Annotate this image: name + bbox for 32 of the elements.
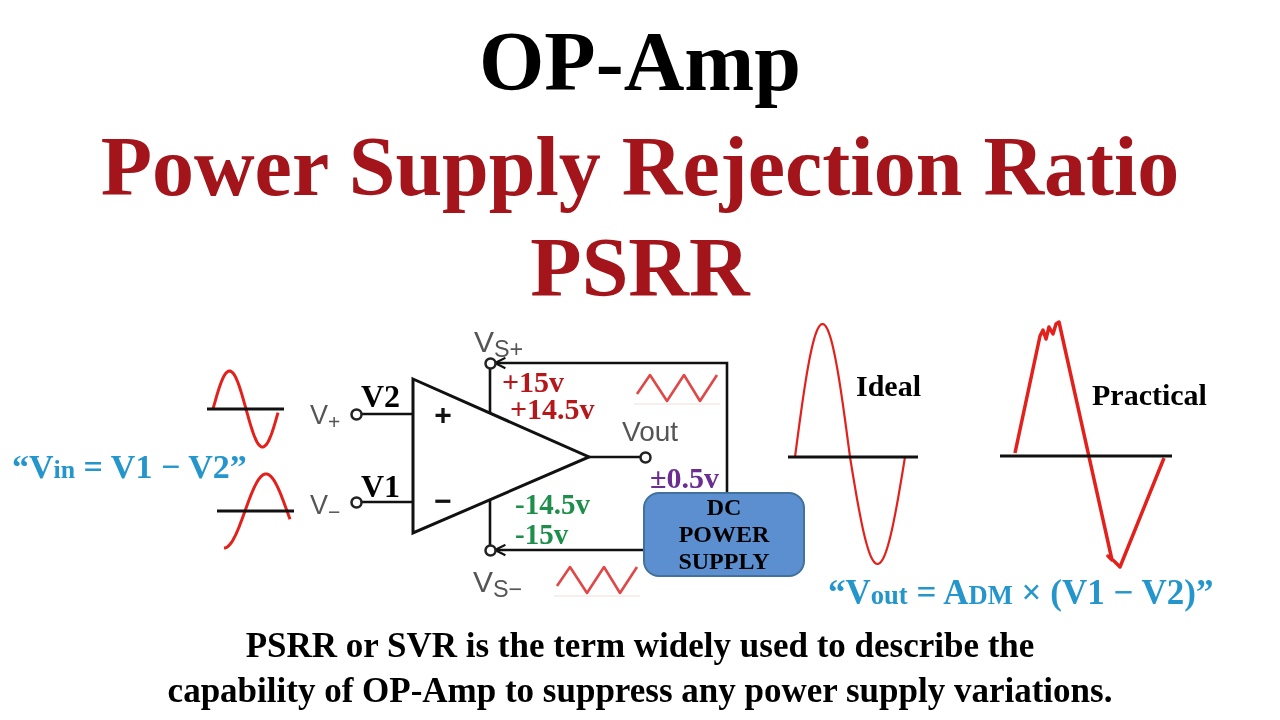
power-supply-box [643, 492, 805, 577]
terminal-label: V$_{+}$ [310, 402, 341, 429]
voltage-label: +14.5v [510, 394, 595, 424]
terminal-icon [349, 495, 363, 509]
power-supply-label: DC POWER SUPPLY [677, 493, 771, 575]
terminal-icon [483, 543, 497, 557]
voltage-label: -14.5v [515, 490, 590, 519]
terminal-label: Vout [622, 418, 679, 446]
terminal-label: V$_{−}$ [310, 492, 341, 519]
terminal-icon [638, 450, 652, 464]
terminal-icon [349, 407, 363, 421]
wire [488, 368, 492, 414]
voltage-label: +15v [502, 367, 565, 397]
caption: PSRR or SVR is the term widely used to describe the capability of OP-Amp to suppress any power supply variations. [166, 625, 1114, 712]
waveform-label: Practical [1092, 380, 1207, 410]
voltage-label: ±0.5v [650, 463, 719, 493]
wire [361, 500, 413, 504]
voltage-label: -15v [515, 520, 569, 549]
arrow [493, 543, 643, 557]
waveform-label: Ideal [856, 371, 921, 401]
wire [589, 455, 640, 459]
signal-label: V1 [361, 470, 401, 502]
terminal-label: V$_{S−}$ [473, 567, 523, 597]
terminal-icon [483, 356, 497, 370]
subtitle: PSRR [530, 226, 750, 310]
minus-sign: − [434, 486, 452, 516]
terminal-label: V$_{S+}$ [474, 327, 524, 357]
plus-sign: + [434, 400, 452, 430]
arrow [493, 356, 729, 492]
wire [488, 499, 492, 545]
signal-label: V2 [361, 380, 401, 412]
wire [361, 412, 413, 416]
